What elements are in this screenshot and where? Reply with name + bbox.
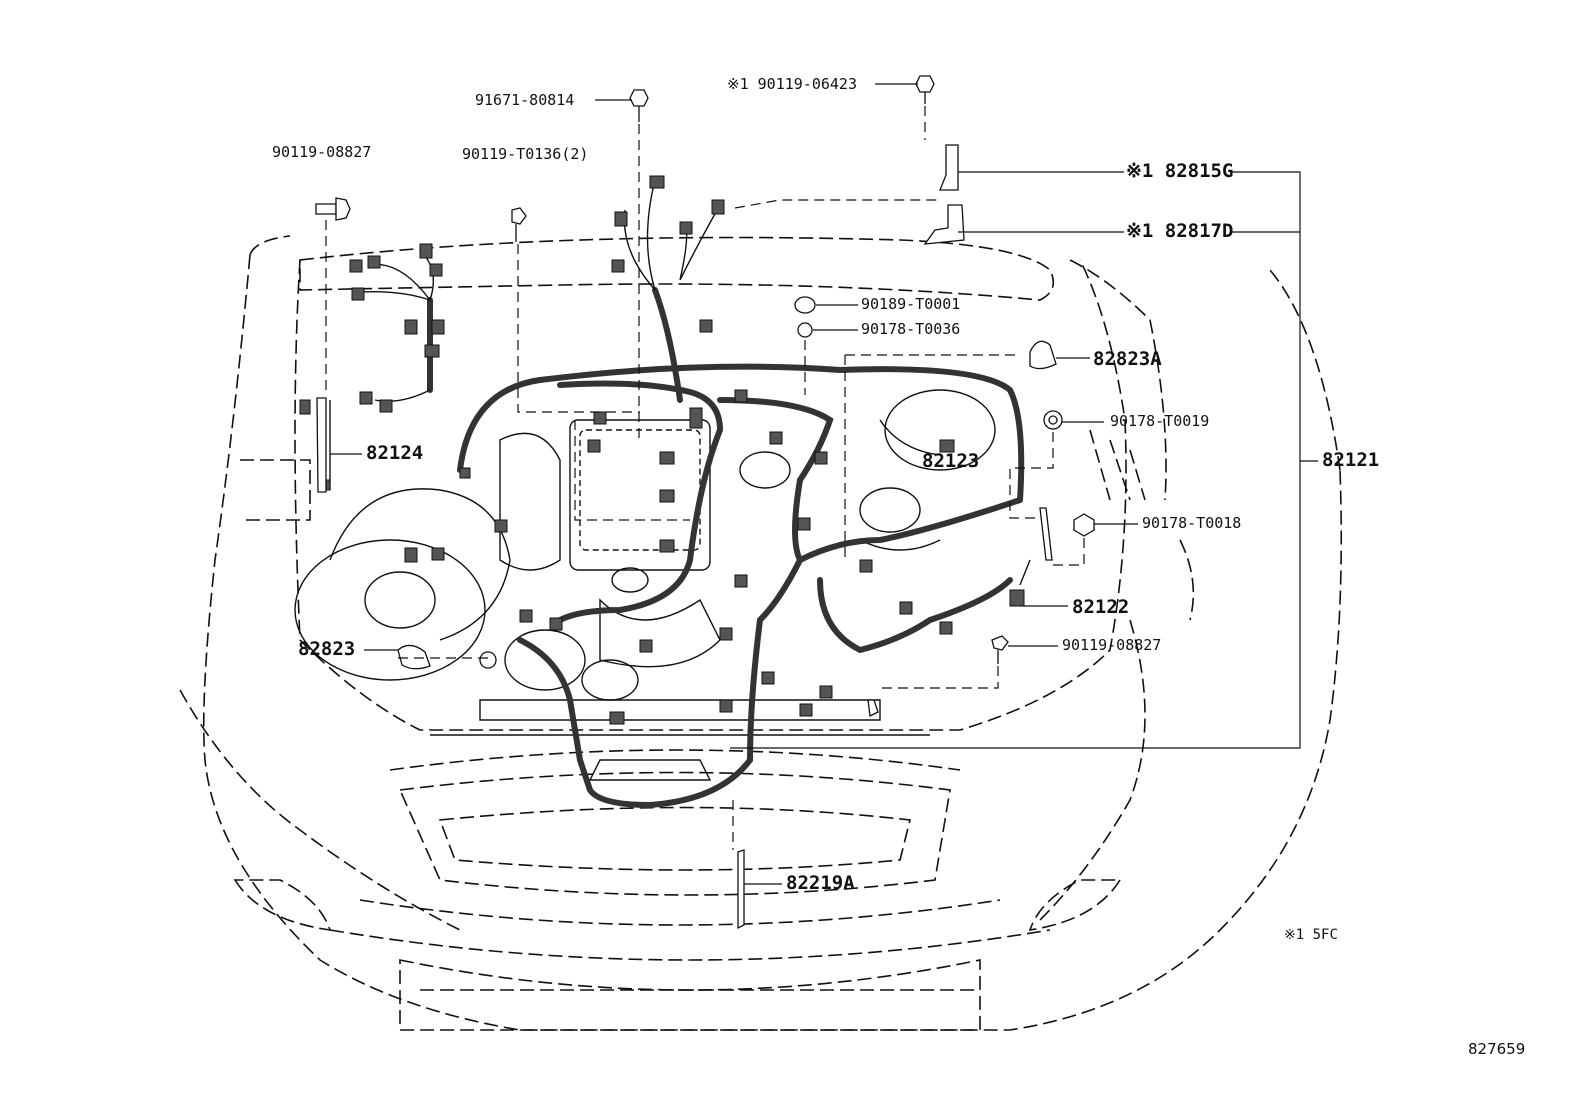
drawing-number: 827659 — [1468, 1040, 1526, 1058]
label-90119-T0136: 90119-T0136(2) — [462, 145, 589, 163]
label-90119-08827-bottom: 90119-08827 — [1062, 636, 1162, 654]
wire-harness — [426, 287, 1025, 809]
label-82122: 82122 — [1072, 596, 1130, 618]
label-90178-T0018: 90178-T0018 — [1142, 514, 1242, 532]
label-82121: 82121 — [1322, 449, 1380, 471]
fasteners — [315, 75, 1095, 930]
dashed-guides — [325, 106, 1085, 850]
vehicle-outline — [179, 235, 1343, 1031]
label-82123: 82123 — [922, 450, 980, 472]
label-82219A: 82219A — [786, 872, 855, 894]
label-82815G: ※1 82815G — [1126, 160, 1234, 182]
label-90189-T0001: 90189-T0001 — [861, 295, 961, 313]
label-91671-80814: 91671-80814 — [475, 91, 575, 109]
label-90178-T0036: 90178-T0036 — [861, 320, 961, 338]
label-82124: 82124 — [366, 442, 424, 464]
label-82823: 82823 — [298, 638, 356, 660]
label-90178-T0019: 90178-T0019 — [1110, 412, 1210, 430]
engine-components — [294, 389, 996, 781]
label-82823A: 82823A — [1093, 348, 1162, 370]
footnote: ※1 5FC — [1284, 927, 1338, 943]
leader-lines — [330, 83, 1318, 885]
label-90119-06423: ※1 90119-06423 — [727, 75, 857, 93]
label-82817D: ※1 82817D — [1126, 220, 1234, 242]
label-90119-08827-top: 90119-08827 — [272, 143, 372, 161]
connectors — [299, 175, 1025, 725]
